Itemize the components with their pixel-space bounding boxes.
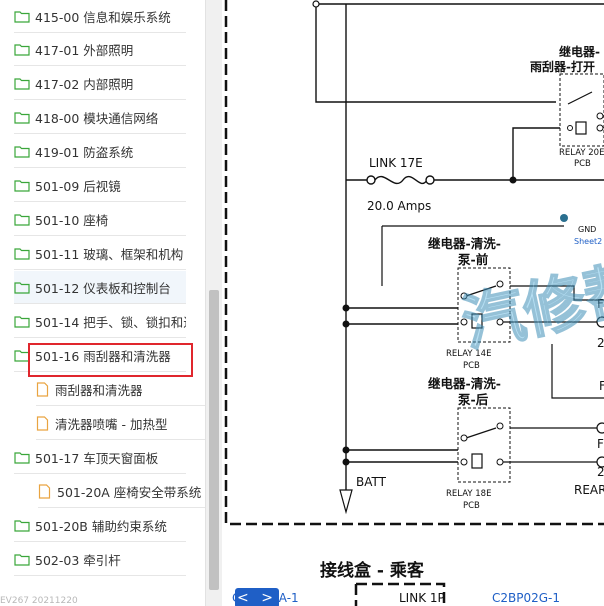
folder-icon bbox=[14, 179, 30, 192]
relay-top-pcb: PCB bbox=[574, 159, 591, 169]
tree-item-label: 417-01 外部照明 bbox=[35, 42, 134, 58]
tree-item-label: 501-20A 座椅安全带系统 bbox=[57, 484, 202, 500]
relay-front-pcb: PCB bbox=[463, 361, 480, 371]
tree-item-label: 501-20B 辅助约束系统 bbox=[35, 518, 167, 534]
link-17e-rating: 20.0 Amps bbox=[367, 199, 431, 213]
relay-front-title-line2: 泵-前 bbox=[458, 252, 489, 267]
tree-item-501-12[interactable]: 501-12 仪表板和控制台 bbox=[14, 271, 186, 304]
folder-icon bbox=[14, 43, 30, 56]
batt-label: BATT bbox=[356, 475, 387, 489]
tree-item-418-00[interactable]: 418-00 模块通信网络 bbox=[14, 101, 186, 134]
tree-item-label: 501-10 座椅 bbox=[35, 212, 109, 228]
relay-rear-name: RELAY 18E bbox=[446, 489, 491, 499]
relay-rear-title-line1: 继电器-清洗- bbox=[428, 376, 501, 391]
tree-item-501-17[interactable]: 501-17 车顶天窗面板 bbox=[14, 441, 186, 474]
tree-item-415-00[interactable]: 415-00 信息和娱乐系统 bbox=[14, 0, 186, 33]
bottom-link-label: LINK 1P bbox=[399, 591, 445, 605]
scrollbar-thumb[interactable] bbox=[209, 290, 219, 590]
document-icon bbox=[38, 483, 51, 499]
wiring-diagram: 继电器- 雨刮器-打开 RELAY 20E PCB LINK 17E 20.0 … bbox=[224, 0, 604, 606]
relay-top-title-line2: 雨刮器-打开 bbox=[530, 59, 595, 74]
connector-link-right[interactable]: C2BP02G-1 bbox=[492, 591, 560, 605]
tree-item-417-01[interactable]: 417-01 外部照明 bbox=[14, 33, 186, 66]
relay-front-title-line1: 继电器-清洗- bbox=[428, 236, 501, 251]
tree-item-417-02[interactable]: 417-02 内部照明 bbox=[14, 67, 186, 100]
right-label-f2: F bbox=[599, 379, 604, 393]
folder-icon bbox=[14, 10, 30, 23]
folder-icon bbox=[14, 247, 30, 260]
tree-item-501-09[interactable]: 501-09 后视镜 bbox=[14, 169, 186, 202]
relay-top-name: RELAY 20E bbox=[559, 148, 604, 158]
wiring-diagram-pane: 继电器- 雨刮器-打开 RELAY 20E PCB LINK 17E 20.0 … bbox=[222, 0, 604, 606]
right-label-2: 2 bbox=[597, 336, 604, 350]
tree-item-label: 419-01 防盗系统 bbox=[35, 144, 134, 160]
right-label-f3: F bbox=[597, 437, 604, 451]
folder-icon bbox=[14, 145, 30, 158]
tree-item-label: 418-00 模块通信网络 bbox=[35, 110, 159, 126]
tree-item-501-14[interactable]: 501-14 把手、锁、锁扣和进入系统 bbox=[14, 305, 186, 338]
tree-item-label: 502-03 牵引杆 bbox=[35, 552, 121, 568]
footer-label: EV267 20211220 bbox=[0, 596, 78, 606]
gnd-label: GND bbox=[578, 225, 596, 234]
tree-item-label: 雨刮器和清洗器 bbox=[55, 382, 143, 398]
tree-item-label: 501-14 把手、锁、锁扣和进入系统 bbox=[35, 314, 186, 330]
link-17e-label: LINK 17E bbox=[369, 156, 423, 170]
tree-item-label: 501-11 玻璃、框架和机构 bbox=[35, 246, 184, 262]
document-icon bbox=[36, 381, 49, 397]
sheet-link[interactable]: Sheet2 bbox=[574, 237, 602, 246]
tree-item-501-10[interactable]: 501-10 座椅 bbox=[14, 203, 186, 236]
folder-icon bbox=[14, 111, 30, 124]
document-icon bbox=[36, 415, 49, 431]
tree-item-501-20a[interactable]: 501-20A 座椅安全带系统 bbox=[38, 475, 207, 508]
tree-item-wiper-washer[interactable]: 雨刮器和清洗器 bbox=[36, 373, 207, 406]
tree-item-label: 415-00 信息和娱乐系统 bbox=[35, 9, 171, 25]
tree-item-label: 清洗器喷嘴 - 加热型 bbox=[55, 416, 168, 432]
tree-item-heated-nozzle[interactable]: 清洗器喷嘴 - 加热型 bbox=[36, 407, 207, 440]
rear-label: REAR bbox=[574, 483, 604, 497]
junction-box-title: 接线盒 - 乘客 bbox=[320, 560, 425, 581]
folder-icon bbox=[14, 519, 30, 532]
navigation-tree: 415-00 信息和娱乐系统 417-01 外部照明 417-02 内部照明 4… bbox=[0, 0, 207, 606]
prev-next-button[interactable]: < > bbox=[235, 588, 279, 606]
nav-scrollbar[interactable] bbox=[205, 0, 222, 606]
tree-item-label: 501-17 车顶天窗面板 bbox=[35, 450, 159, 466]
relay-front-name: RELAY 14E bbox=[446, 349, 491, 359]
folder-open-icon bbox=[14, 349, 30, 362]
relay-rear-title-line2: 泵-后 bbox=[458, 392, 489, 407]
tree-item-501-16[interactable]: 501-16 雨刮器和清洗器 bbox=[14, 339, 186, 372]
tree-item-502-03[interactable]: 502-03 牵引杆 bbox=[14, 543, 186, 576]
relay-top-title-line1: 继电器- bbox=[559, 44, 600, 59]
tree-item-419-01[interactable]: 419-01 防盗系统 bbox=[14, 135, 186, 168]
folder-icon bbox=[14, 315, 30, 328]
tree-item-label: 501-16 雨刮器和清洗器 bbox=[35, 348, 171, 364]
tree-item-label: 501-12 仪表板和控制台 bbox=[35, 280, 171, 296]
tree-item-label: 501-09 后视镜 bbox=[35, 178, 121, 194]
right-label-f1: F bbox=[597, 297, 604, 311]
folder-icon bbox=[14, 553, 30, 566]
tree-item-501-11[interactable]: 501-11 玻璃、框架和机构 bbox=[14, 237, 186, 270]
right-label-22: 2 bbox=[597, 465, 604, 479]
folder-icon bbox=[14, 77, 30, 90]
folder-icon bbox=[14, 451, 30, 464]
tree-item-501-20b[interactable]: 501-20B 辅助约束系统 bbox=[14, 509, 186, 542]
tree-item-label: 417-02 内部照明 bbox=[35, 76, 134, 92]
folder-icon bbox=[14, 281, 30, 294]
folder-icon bbox=[14, 213, 30, 226]
relay-rear-pcb: PCB bbox=[463, 501, 480, 511]
